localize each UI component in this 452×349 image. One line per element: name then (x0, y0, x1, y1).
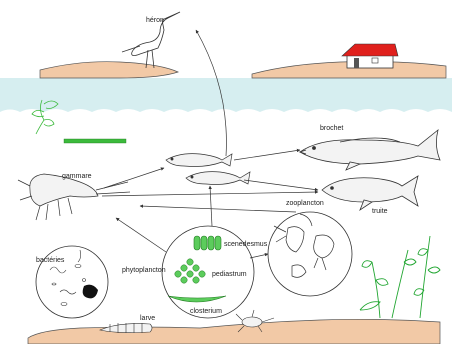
scenedesmus-label: scenedesmus (224, 241, 268, 248)
arrow-smallfish-to-pike (234, 150, 300, 160)
heron-label: héron (146, 17, 164, 24)
arrow-zooplankton-to-gammarus (140, 206, 296, 212)
pike-drawing (300, 130, 440, 170)
pediastrum-label: pediastrum (212, 271, 247, 278)
trout-label: truite (372, 208, 388, 215)
arrow-gammarus-to-smallfish (104, 168, 164, 188)
left-shore-bank (40, 62, 178, 78)
gammarus-drawing (18, 174, 130, 220)
gammarus-label: gammare (62, 173, 92, 180)
larva-label: larve (140, 315, 155, 322)
arrow-smallfish-to-trout (244, 180, 318, 190)
small-fish-upper (166, 154, 232, 167)
lake-bottom-sediment (28, 319, 440, 344)
zooplankton-circle (268, 212, 352, 296)
water-body (0, 78, 452, 112)
small-fish-lower (186, 172, 250, 185)
arrow-phyto-to-smallfish (210, 186, 212, 226)
phytoplankton-label: phytoplancton (122, 267, 166, 274)
trout-drawing (322, 176, 418, 210)
filamentous-alga (64, 139, 126, 143)
aquatic-plant (360, 236, 440, 318)
arrow-phyto-to-zooplankton (250, 254, 268, 258)
closterium-label: closterium (190, 308, 222, 315)
house (342, 44, 398, 68)
larva-drawing (100, 323, 152, 333)
arrow-phyto-to-gammarus (116, 218, 166, 252)
pike-label: brochet (320, 125, 343, 132)
bacteria-label: bactéries (36, 257, 65, 264)
zooplankton-label: zooplancton (286, 200, 324, 207)
